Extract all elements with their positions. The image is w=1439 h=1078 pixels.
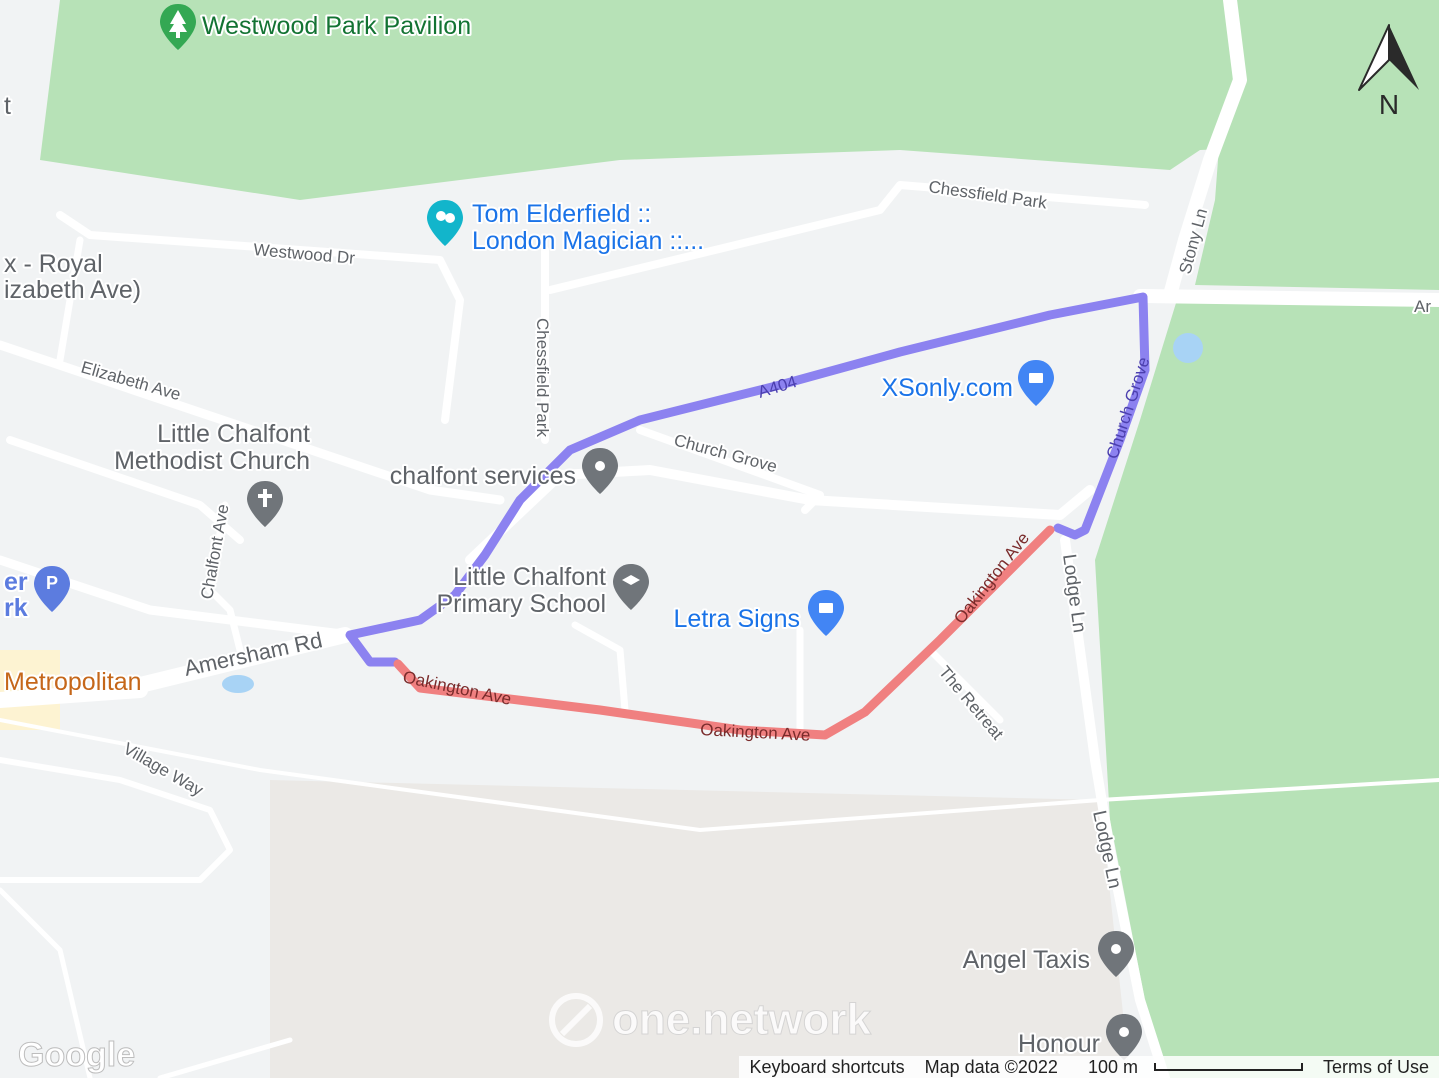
scale-bar[interactable]: 100 m [1068,1057,1313,1078]
terms-of-use-link[interactable]: Terms of Use [1322,1056,1429,1077]
map-data-text: Map data ©2022 [924,1056,1058,1077]
park-area-top-right [1195,0,1439,290]
google-logo: Google [18,1036,135,1074]
entertainment-pin-icon[interactable] [427,200,463,246]
park-pin-icon[interactable] [160,4,196,50]
poi-metropolitan: Metropolitan [4,668,142,696]
route-red [393,525,1055,740]
place-pin-icon-honour[interactable] [1106,1014,1142,1060]
scale-line [1153,1063,1303,1071]
route-purple [345,292,1150,667]
one-network-watermark: one.network [549,993,872,1047]
poi-xsonly: XSonly.com [881,374,1013,402]
shopping-pin-icon[interactable] [1018,360,1054,406]
shopping-pin-icon-letra[interactable] [808,590,844,636]
church-pin-icon[interactable] [247,481,283,527]
poi-school-line2: Primary School [437,590,607,618]
poi-car-park-line2: rk [4,594,28,622]
poi-chalfont-services: chalfont services [390,462,576,490]
road-label-ar: Ar [1414,297,1431,316]
poi-angel-taxis: Angel Taxis [963,946,1090,974]
parking-pin-icon[interactable]: P [34,566,70,612]
road-label-chessfield-park-vertical: Chessfield Park [533,318,552,438]
place-pin-icon[interactable] [582,448,618,494]
compass-letter: N [1379,89,1399,120]
pond-right [1173,333,1203,363]
park-area-top [40,0,1439,200]
poi-school-line1: Little Chalfont [453,563,606,591]
compass-north-arrow[interactable]: N [1358,24,1419,120]
poi-royal-line2: izabeth Ave) [4,276,141,304]
map-footer: Keyboard shortcuts Map data ©2022 100 m … [739,1056,1439,1078]
scale-label: 100 m [1087,1056,1138,1077]
poi-tom-elderfield-line1: Tom Elderfield :: [472,200,651,228]
map-area-lower [270,780,1130,1078]
svg-text:P: P [46,573,58,593]
poi-letra-signs: Letra Signs [674,605,800,633]
pond-left [222,675,254,693]
school-pin-icon[interactable] [613,564,649,610]
taxi-pin-icon[interactable] [1098,931,1134,977]
poi-westwood-park-pavilion: Westwood Park Pavilion [202,12,471,40]
keyboard-shortcuts-link[interactable]: Keyboard shortcuts [749,1056,905,1077]
poi-honour: Honour [1018,1030,1100,1058]
poi-car-park-line1: er [4,568,28,596]
poi-methodist-line2: Methodist Church [114,447,310,475]
poi-left-edge-t: t [4,92,11,120]
park-area-right [1095,290,1439,1078]
poi-royal-line1: x - Royal [4,250,103,278]
watermark-text: one.network [612,995,872,1044]
poi-labels: Westwood Park Pavilion Tom Elderfield ::… [2,10,1102,1060]
poi-methodist-line1: Little Chalfont [157,420,310,448]
poi-tom-elderfield-line2: London Magician ::... [472,227,704,255]
